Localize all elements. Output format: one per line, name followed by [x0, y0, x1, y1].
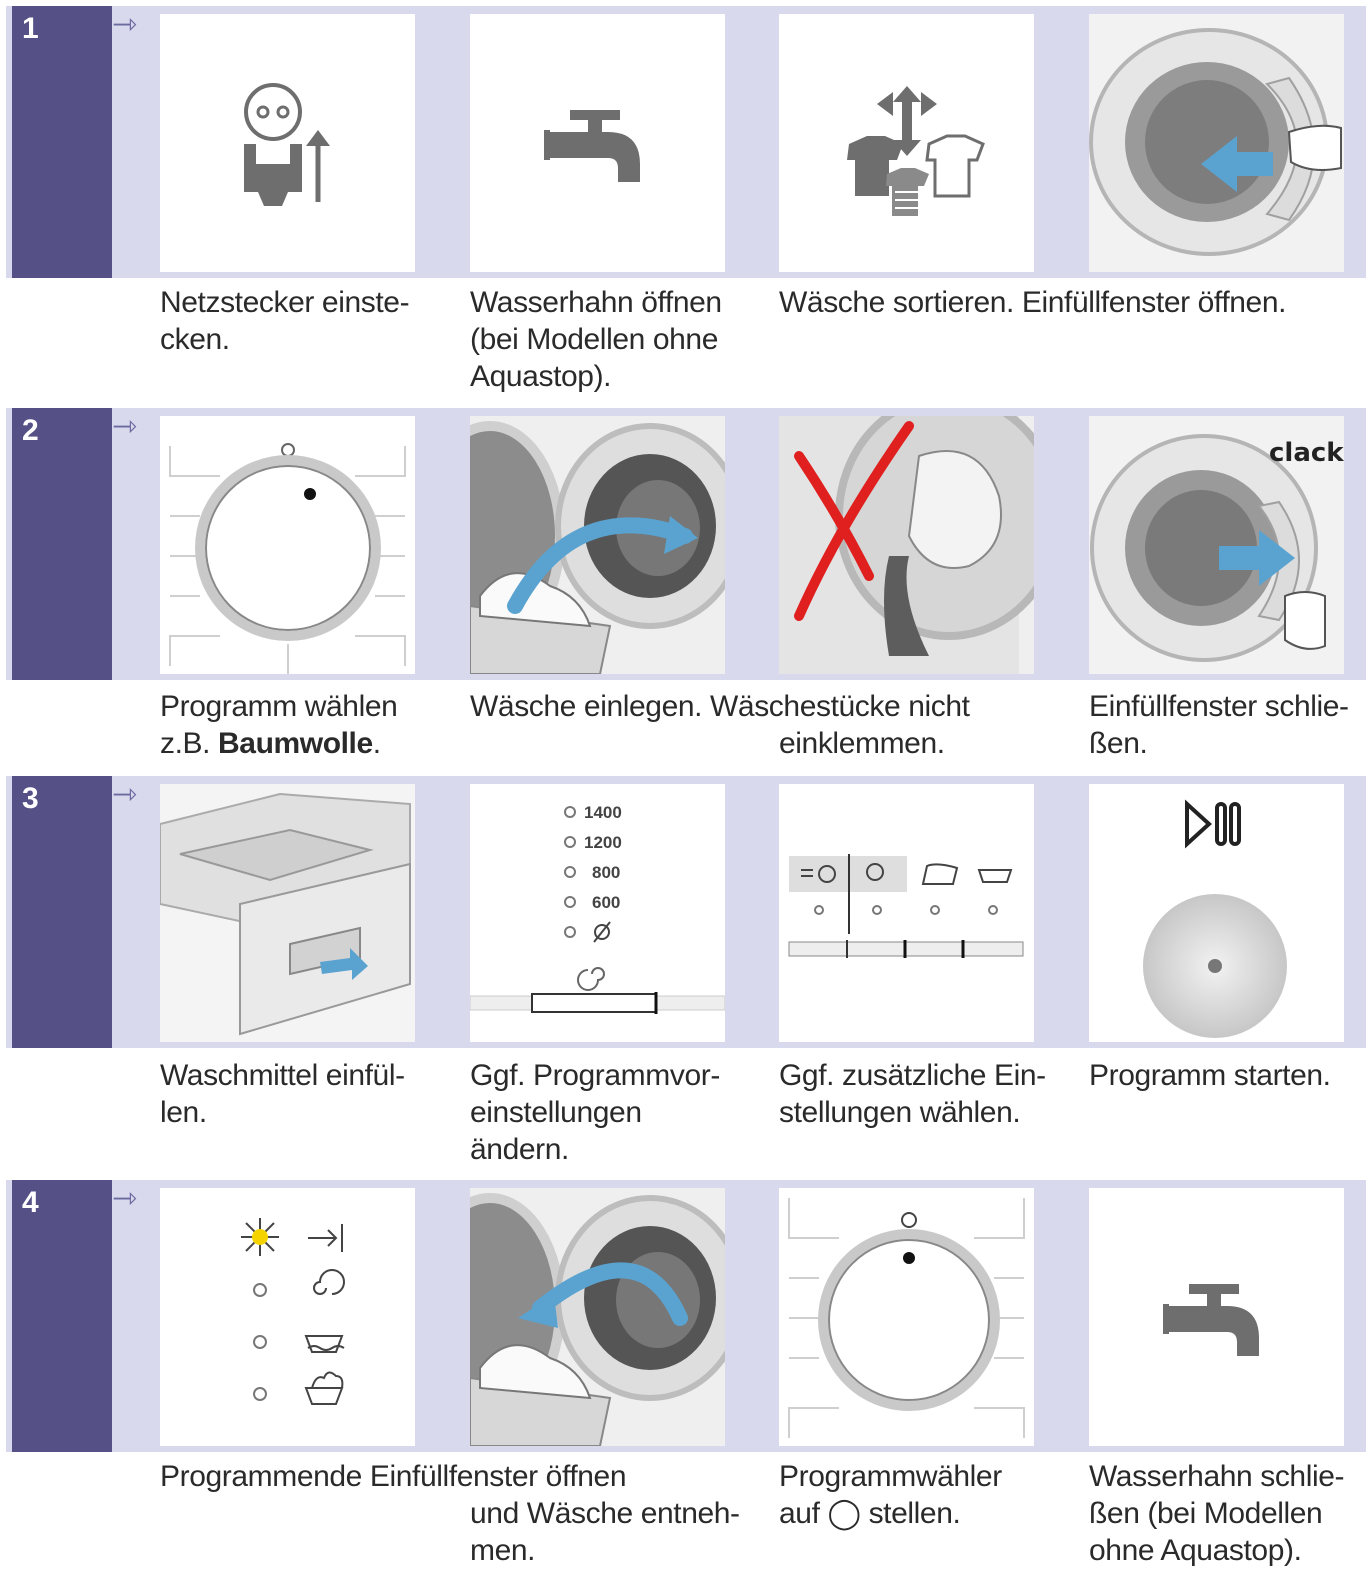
card-load-laundry — [470, 416, 725, 674]
caption-load-laundry-cont: einklemmen. — [779, 727, 945, 760]
card-program-dial — [160, 416, 415, 674]
arrow-icon: ⇾ — [112, 410, 138, 443]
caption-close-door: Einfüllfenster schlie- ßen. — [1089, 690, 1349, 760]
card-detergent — [160, 784, 415, 1042]
start-pause-icon — [1185, 799, 1212, 849]
program-dial-icon — [169, 443, 406, 674]
washer-door-illustration — [1089, 14, 1344, 272]
no-spin-icon — [594, 924, 610, 940]
water-tap-icon — [544, 110, 640, 182]
program-status-panel — [241, 1218, 345, 1405]
caption-dial-off: Programmwähler auf ◯ stellen. — [779, 1460, 1002, 1530]
card-start — [1089, 784, 1344, 1042]
caption-close-tap: Wasserhahn schlie- ßen (bei Modellen ohn… — [1089, 1460, 1345, 1567]
step-number-block: 3 — [12, 776, 112, 1048]
card-open-door — [1089, 14, 1344, 272]
spin-option: 1200 — [584, 833, 622, 852]
step-number: 1 — [22, 12, 39, 45]
start-button-illustration — [1143, 799, 1287, 1038]
spin-option: 800 — [592, 863, 620, 882]
caption-sort-open: Wäsche sortieren. Einfüllfenster öffnen. — [779, 286, 1287, 319]
card-sort-laundry — [779, 14, 1034, 272]
caption-detergent: Waschmittel einfül- len. — [160, 1059, 405, 1129]
step-row-3: 3 ⇾ ⇾ ⇾ 1400 1200 800 600 — [6, 776, 1366, 1048]
card-dial-off — [779, 1188, 1034, 1446]
iron-icon — [921, 863, 959, 885]
caption-load-laundry: Wäsche einlegen. Wäschestücke nicht — [470, 690, 970, 723]
prewash-icon — [977, 869, 1013, 883]
laundry-sort-icon — [847, 86, 985, 216]
caption-spin-settings: Ggf. Programmvor- einstellungen ändern. — [470, 1059, 720, 1166]
card-close-tap — [1089, 1188, 1344, 1446]
card-extra-settings — [779, 784, 1034, 1042]
card-plug-in — [160, 14, 415, 272]
clack-label: clack — [1269, 438, 1344, 468]
step-number: 4 — [22, 1186, 39, 1219]
step-number-block: 1 — [12, 6, 112, 278]
card-open-tap — [470, 14, 725, 272]
program-dial-off-icon — [788, 1198, 1025, 1438]
caption-plug-in: Netzstecker einste- cken. — [160, 286, 410, 356]
caption-program-end-cont: und Wäsche entneh- men. — [470, 1497, 740, 1567]
card-do-not-pinch — [779, 416, 1034, 674]
caption-start: Programm starten. — [1089, 1059, 1331, 1092]
extra-settings-panel — [788, 854, 1024, 958]
step-row-2: 2 ⇾ ⇾ ⇾ — [6, 408, 1366, 680]
detergent-drawer-illustration — [160, 784, 415, 1042]
water-tap-icon — [1163, 1284, 1259, 1356]
spin-option: 1400 — [584, 803, 622, 822]
arrow-icon: ⇾ — [112, 1182, 138, 1215]
power-plug-icon — [244, 83, 330, 206]
card-close-door: clack — [1089, 416, 1344, 674]
caption-program-select: Programm wählen z.B. Baumwolle. — [160, 690, 398, 760]
spin-icon — [313, 1269, 345, 1295]
no-pinch-illustration — [779, 416, 1034, 674]
caption-open-tap: Wasserhahn öffnen (bei Modellen ohne Aqu… — [470, 286, 722, 393]
card-program-end — [160, 1188, 415, 1446]
spin-option: 600 — [592, 893, 620, 912]
caption-extra-settings: Ggf. zusätzliche Ein- stellungen wählen. — [779, 1059, 1046, 1129]
card-spin-settings: 1400 1200 800 600 — [470, 784, 725, 1042]
timer-icon — [818, 865, 836, 883]
spin-settings-panel: 1400 1200 800 600 — [470, 803, 725, 1014]
eco-icon — [866, 863, 884, 881]
load-laundry-illustration — [470, 416, 725, 674]
step-row-4: 4 ⇾ ⇾ ⇾ — [6, 1180, 1366, 1452]
step-number: 2 — [22, 414, 39, 447]
arrow-icon: ⇾ — [112, 8, 138, 41]
wash-icon — [304, 1387, 344, 1405]
caption-program-end: Programmende Einfüllfenster öffnen — [160, 1460, 627, 1493]
unload-laundry-illustration — [470, 1188, 725, 1446]
step-number-block: 4 — [12, 1180, 112, 1452]
arrow-icon: ⇾ — [112, 778, 138, 811]
close-door-illustration — [1089, 416, 1344, 674]
card-unload-laundry — [470, 1188, 725, 1446]
off-symbol-icon: ◯ — [827, 1497, 861, 1530]
step-number: 3 — [22, 782, 39, 815]
spin-icon — [577, 967, 605, 991]
step-row-1: 1 ⇾ ⇾ — [6, 6, 1366, 278]
step-number-block: 2 — [12, 408, 112, 680]
